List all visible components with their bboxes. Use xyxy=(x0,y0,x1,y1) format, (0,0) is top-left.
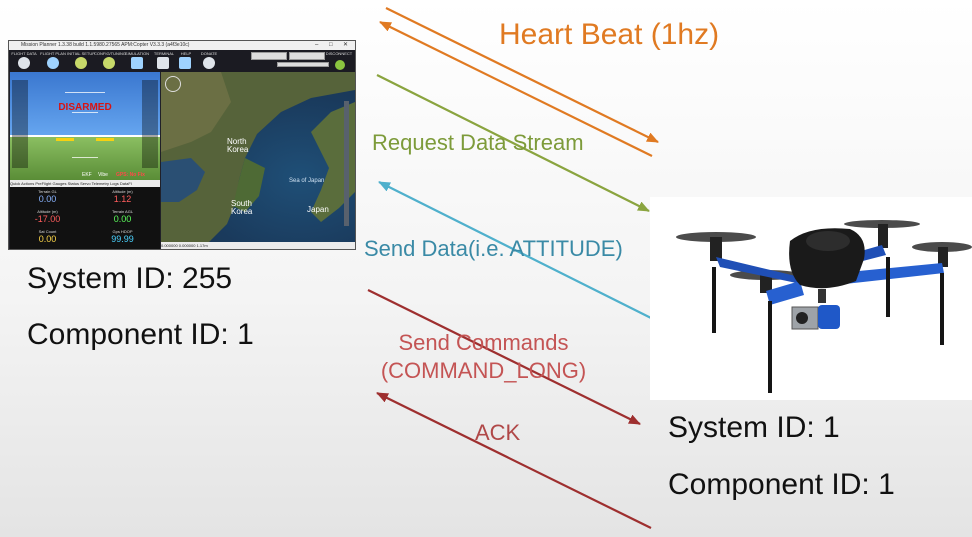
minimize-icon[interactable]: – xyxy=(315,42,319,48)
quick-cell[interactable]: Gps HDOP 99.99 xyxy=(111,229,134,244)
tab-gauges[interactable]: Gauges xyxy=(52,181,67,186)
globe-icon[interactable] xyxy=(47,57,59,69)
port-select[interactable] xyxy=(251,52,287,60)
menu-config-tuning[interactable]: CONFIG/TUNING xyxy=(94,51,126,56)
tab-dataflash[interactable]: DataFl xyxy=(119,181,132,186)
simulation-icon[interactable] xyxy=(131,57,143,69)
menu-donate[interactable]: DONATE xyxy=(200,51,218,56)
satellite-map[interactable]: North Korea South Korea Japan Sea of Jap… xyxy=(161,72,355,242)
mp-title-text: Mission Planner 1.3.38 build 1.1.5980.27… xyxy=(21,42,190,48)
map-label-japan: Japan xyxy=(307,205,329,214)
baud-select[interactable] xyxy=(289,52,325,60)
vehicle-component-id: Component ID: 1 xyxy=(668,468,895,501)
help-icon[interactable] xyxy=(179,57,191,69)
menu-terminal[interactable]: TERMINAL xyxy=(153,51,175,56)
heartbeat-arrow-to-gcs xyxy=(379,21,653,157)
tab-quick[interactable]: Quick xyxy=(10,181,21,186)
disconnect-button[interactable]: DISCONNECT xyxy=(325,51,353,56)
plug-icon[interactable] xyxy=(335,60,345,70)
quick-cell[interactable]: Terrain GL 0.00 xyxy=(38,189,57,204)
quick-cell[interactable]: Altitude (m) 1.12 xyxy=(112,189,133,204)
menu-initial-setup[interactable]: INITIAL SETUP xyxy=(67,51,95,56)
speed-tape xyxy=(12,80,28,168)
donate-icon[interactable] xyxy=(203,57,215,69)
request-arrow xyxy=(376,74,650,212)
menu-help[interactable]: HELP xyxy=(180,51,192,56)
send-commands-arrow xyxy=(367,289,641,425)
map-terrain xyxy=(161,72,355,242)
menu-flight-plan[interactable]: FLIGHT PLAN xyxy=(40,51,66,56)
mission-planner-window: Mission Planner 1.3.38 build 1.1.5980.27… xyxy=(8,40,356,250)
compass-icon[interactable] xyxy=(165,76,181,92)
setup-icon[interactable] xyxy=(75,57,87,69)
map-label-sea-of-japan: Sea of Japan xyxy=(289,178,325,184)
request-data-stream-label: Request Data Stream xyxy=(372,130,584,155)
vehicle-system-id: System ID: 1 xyxy=(668,411,840,444)
heartbeat-arrow-to-vehicle xyxy=(385,7,659,143)
maximize-icon[interactable]: □ xyxy=(329,42,333,48)
close-icon[interactable]: ✕ xyxy=(343,42,349,48)
data-tabs: Quick Actions PreFlight Gauges Status Se… xyxy=(10,180,160,187)
send-commands-label: Send Commands (COMMAND_LONG) xyxy=(380,330,587,383)
quick-cell[interactable]: Sat Count 0.00 xyxy=(38,229,57,244)
quick-cell[interactable]: Terrain AGL 0.00 xyxy=(111,209,134,224)
ekf-indicator[interactable]: EKF xyxy=(82,172,92,178)
tab-actions[interactable]: Actions xyxy=(21,181,35,186)
tab-telemetry-logs[interactable]: Telemetry Logs xyxy=(91,181,119,186)
gps-status: GPS: No Fix xyxy=(116,172,145,178)
map-label-north-korea: North Korea xyxy=(227,137,249,154)
gcs-component-id: Component ID: 1 xyxy=(27,318,254,351)
quick-cell[interactable]: Altitude (m) -17.00 xyxy=(34,209,61,224)
map-zoom-slider[interactable] xyxy=(344,101,349,226)
tab-servo[interactable]: Servo xyxy=(80,181,91,186)
map-label-south-korea: South Korea xyxy=(231,199,253,216)
tuning-icon[interactable] xyxy=(103,57,115,69)
terminal-icon[interactable] xyxy=(157,57,169,69)
hud: DISARMED EKF Vibe GPS: No Fix xyxy=(10,72,160,180)
send-data-arrow xyxy=(378,181,652,319)
armed-status: DISARMED xyxy=(58,102,112,113)
link-stats[interactable] xyxy=(277,62,329,67)
quadcopter-illustration xyxy=(676,220,972,393)
gcs-system-id: System ID: 255 xyxy=(27,262,233,295)
mp-menu-bar: FLIGHT DATA FLIGHT PLAN INITIAL SETUP CO… xyxy=(9,50,355,72)
vibe-indicator[interactable]: Vibe xyxy=(98,172,108,178)
ack-label: ACK xyxy=(475,420,521,445)
send-data-label: Send Data(i.e. ATTITUDE) xyxy=(364,236,623,261)
menu-flight-data[interactable]: FLIGHT DATA xyxy=(11,51,37,56)
heartbeat-label: Heart Beat (1hz) xyxy=(499,18,720,51)
drone-photo xyxy=(650,197,972,400)
menu-simulation[interactable]: SIMULATION xyxy=(124,51,150,56)
quick-panel: Terrain GL 0.00 Altitude (m) 1.12 Altitu… xyxy=(10,187,160,249)
flight-data-icon[interactable] xyxy=(18,57,30,69)
mp-title-bar: Mission Planner 1.3.38 build 1.1.5980.27… xyxy=(9,41,355,50)
ack-arrow xyxy=(376,392,652,529)
altitude-tape xyxy=(142,80,158,168)
map-footer: 0.000000 0.000000 1.17m xyxy=(161,242,355,249)
tab-preflight[interactable]: PreFlight xyxy=(35,181,52,186)
tab-status[interactable]: Status xyxy=(67,181,79,186)
